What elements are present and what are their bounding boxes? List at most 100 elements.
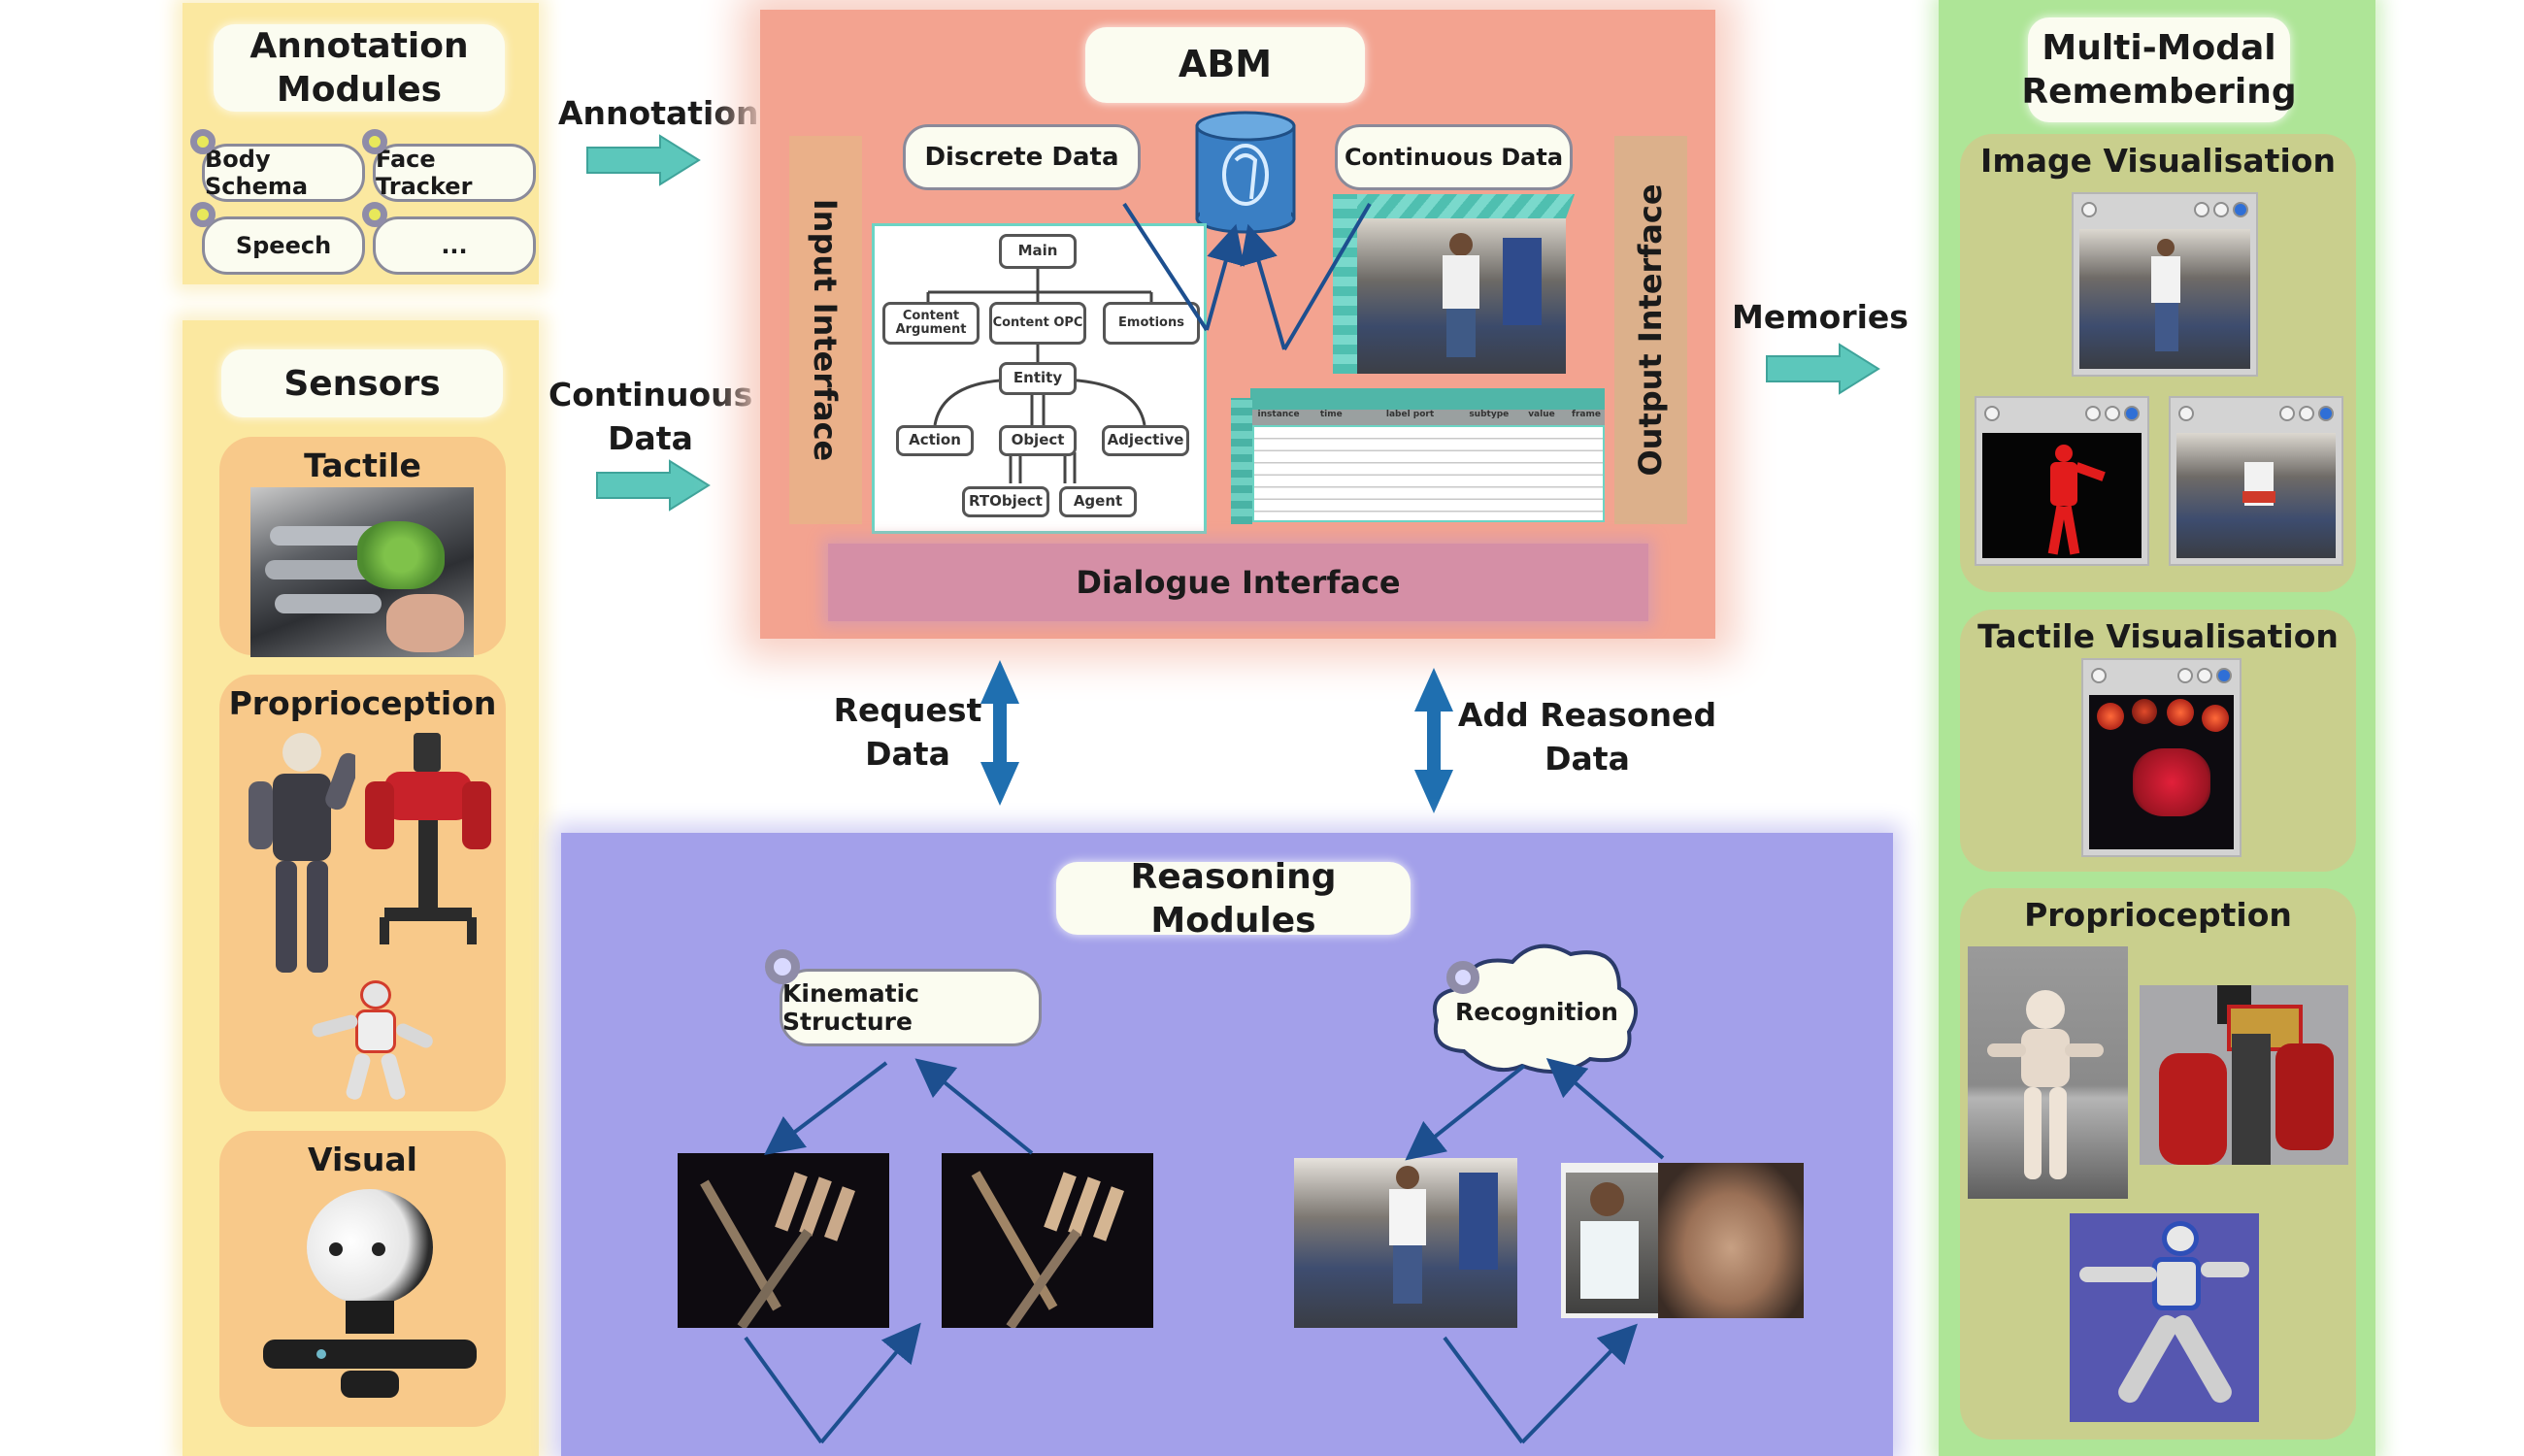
reasoning-modules-panel: Reasoning Modules Kinematic Structure Re… — [561, 833, 1893, 1456]
kinect-sensor-photo — [263, 1340, 477, 1403]
teal-arrow-icon — [586, 134, 701, 186]
recognition-module[interactable]: Recognition — [1455, 998, 1618, 1026]
sensor-tactile-section: Tactile — [219, 437, 506, 657]
sensors-panel: Sensors Tactile Proprioception — [183, 320, 539, 1456]
baxter-robot-photo — [365, 733, 491, 946]
icub-robot-photo — [249, 733, 355, 976]
schema-node-main: Main — [999, 234, 1077, 269]
output-interface-bar: Output Interface — [1614, 136, 1687, 524]
tactile-heatmap-window[interactable] — [2081, 658, 2242, 857]
hand-kinematic-photo-1 — [678, 1153, 889, 1328]
request-data-label: Request Data — [833, 691, 982, 773]
window-button-icon[interactable] — [2197, 668, 2212, 683]
image-visualisation-label: Image Visualisation — [1980, 142, 2336, 180]
window-button-icon[interactable] — [2085, 406, 2101, 421]
gear-icon — [1446, 961, 1479, 994]
schema-node-emotions: Emotions — [1103, 302, 1200, 345]
continuous-data-table: instance time label port subtype value f… — [1231, 388, 1605, 524]
gear-icon — [190, 202, 216, 227]
tactile-visualisation-section: Tactile Visualisation — [1960, 610, 2356, 872]
gear-icon — [362, 202, 387, 227]
table-header-row: instance time label port subtype value f… — [1252, 410, 1605, 425]
schema-node-rtobject: RTObject — [962, 486, 1049, 517]
database-arrows — [1122, 202, 1372, 351]
tactile-skin-hand-photo — [250, 487, 474, 657]
remembering-title: Multi-Modal Remembering — [2021, 17, 2297, 122]
face-recognition-photo — [1561, 1163, 1804, 1318]
icub-sim-render — [1968, 946, 2128, 1199]
abm-schema-diagram: Main Content Argument Content OPC Emotio… — [872, 223, 1207, 534]
sensors-title: Sensors — [221, 349, 503, 417]
nao-robot-photo — [312, 976, 438, 1102]
image-visualisation-section: Image Visualisation — [1960, 134, 2356, 592]
schema-node-entity: Entity — [999, 362, 1077, 395]
proprioception-label: Proprioception — [228, 684, 497, 722]
teal-arrow-icon — [596, 459, 711, 512]
reasoning-modules-title: Reasoning Modules — [1056, 857, 1411, 941]
schema-node-action: Action — [896, 425, 974, 456]
window-button-icon[interactable] — [2233, 202, 2248, 217]
window-button-icon[interactable] — [2318, 406, 2334, 421]
schema-node-adjective: Adjective — [1102, 425, 1189, 456]
double-arrow-request-icon — [980, 660, 1019, 806]
window-button-icon[interactable] — [2279, 406, 2295, 421]
window-button-icon[interactable] — [2081, 202, 2097, 217]
window-button-icon[interactable] — [2178, 406, 2194, 421]
dialogue-interface-label: Dialogue Interface — [1076, 564, 1401, 601]
teal-arrow-icon — [1766, 343, 1880, 395]
kinematic-structure-module[interactable]: Kinematic Structure — [780, 969, 1042, 1046]
sensor-visual-section: Visual — [219, 1131, 506, 1427]
multimodal-remembering-panel: Multi-Modal Remembering Image Visualisat… — [1939, 0, 2375, 1456]
continuous-data-pill[interactable]: Continuous Data — [1335, 124, 1573, 190]
remember-proprioception-section: Proprioception — [1960, 888, 2356, 1439]
annotation-arrow-label: Annotation — [558, 94, 759, 132]
window-button-icon[interactable] — [2299, 406, 2314, 421]
module-speech[interactable]: Speech — [202, 216, 365, 275]
annotation-modules-panel: Annotation Modules Body Schema Face Trac… — [183, 3, 539, 284]
table-body — [1252, 425, 1605, 522]
visual-label: Visual — [308, 1141, 417, 1178]
schema-node-object: Object — [999, 425, 1077, 456]
overlay-window[interactable] — [2169, 396, 2343, 566]
remember-proprioception-label: Proprioception — [2024, 896, 2292, 934]
module-more[interactable]: ... — [373, 216, 536, 275]
segmentation-window[interactable] — [1975, 396, 2149, 566]
schema-node-content-opc: Content OPC — [989, 302, 1086, 345]
abm-title: ABM — [1085, 27, 1365, 103]
window-button-icon[interactable] — [2216, 668, 2232, 683]
abm-panel: ABM Input Interface Output Interface Dis… — [760, 10, 1715, 639]
double-arrow-add-icon — [1414, 668, 1453, 813]
window-button-icon[interactable] — [2124, 406, 2140, 421]
gear-icon — [190, 129, 216, 154]
input-interface-bar: Input Interface — [789, 136, 862, 524]
dialogue-interface-bar: Dialogue Interface — [828, 544, 1648, 621]
tactile-label: Tactile — [304, 447, 421, 484]
annotation-modules-title: Annotation Modules — [214, 24, 505, 112]
baxter-sim-render — [2140, 985, 2348, 1165]
schema-node-agent: Agent — [1059, 486, 1137, 517]
schema-node-content-argument: Content Argument — [882, 302, 980, 345]
module-body-schema[interactable]: Body Schema — [202, 144, 365, 202]
memories-arrow-label: Memories — [1732, 298, 1909, 336]
window-button-icon[interactable] — [2177, 668, 2193, 683]
person-room-photo — [1357, 218, 1566, 374]
sensor-proprioception-section: Proprioception — [219, 675, 506, 1111]
rgb-camera-window[interactable] — [2072, 192, 2258, 377]
window-button-icon[interactable] — [2091, 668, 2107, 683]
window-button-icon[interactable] — [2105, 406, 2120, 421]
nao-sim-render — [2070, 1213, 2259, 1422]
window-button-icon[interactable] — [2194, 202, 2209, 217]
gear-icon — [765, 949, 800, 984]
person-room-photo — [1294, 1158, 1517, 1328]
hand-kinematic-photo-2 — [942, 1153, 1153, 1328]
window-button-icon[interactable] — [1984, 406, 2000, 421]
module-face-tracker[interactable]: Face Tracker — [373, 144, 536, 202]
reasoning-flow-arrows — [744, 1057, 1665, 1444]
add-reasoned-data-label: Add Reasoned Data — [1457, 696, 1717, 778]
gear-icon — [362, 129, 387, 154]
discrete-data-pill[interactable]: Discrete Data — [903, 124, 1141, 190]
continuous-image-stack — [1333, 194, 1576, 374]
icub-head-photo — [302, 1189, 438, 1335]
tactile-visualisation-label: Tactile Visualisation — [1977, 617, 2339, 655]
window-button-icon[interactable] — [2213, 202, 2229, 217]
